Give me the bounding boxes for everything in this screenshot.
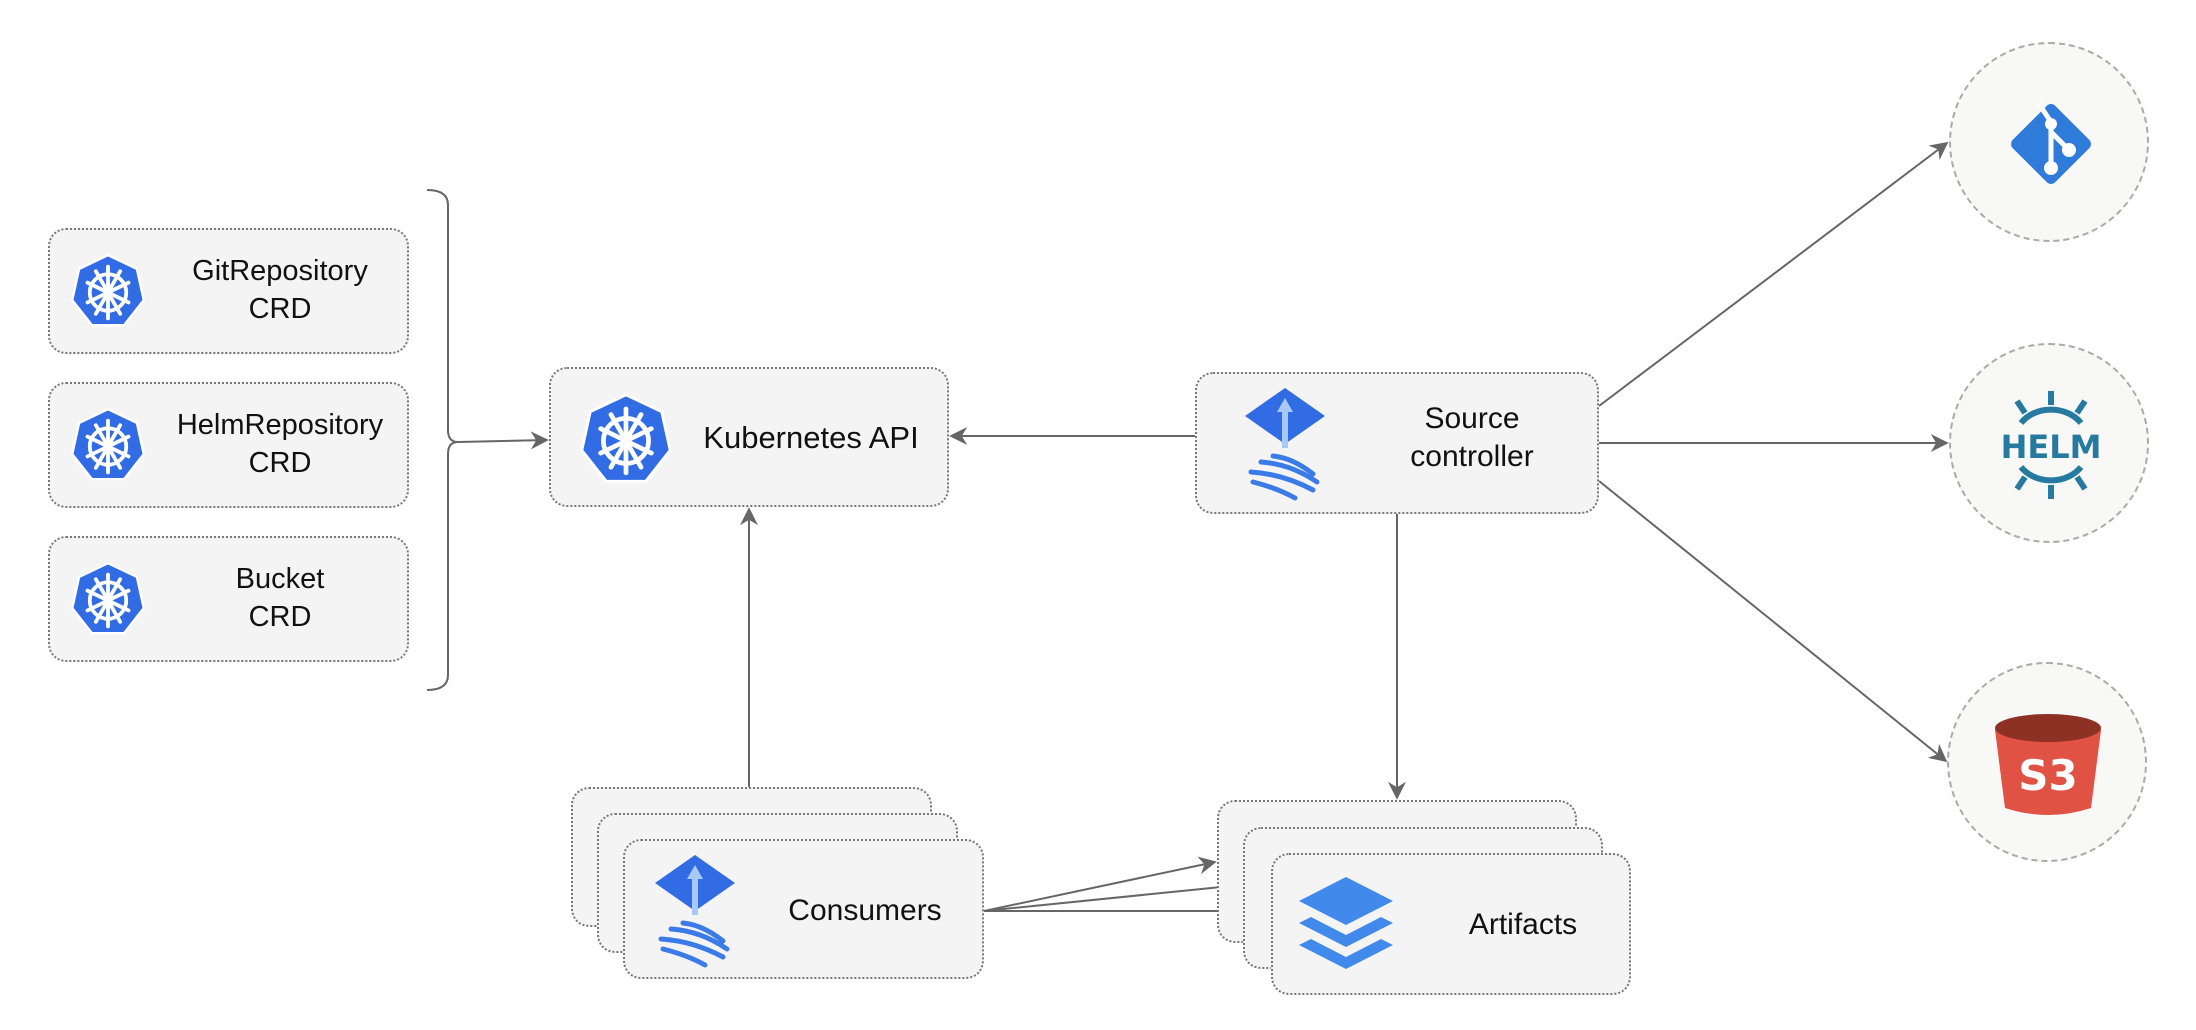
helm-text: HELM (2001, 428, 2102, 466)
kubernetes-icon (579, 391, 673, 487)
arrow-crds-to-kubernetes-api (457, 431, 549, 450)
source-controller-box[interactable]: Source controller (1195, 372, 1599, 514)
arrow-source-controller-to-s3 (1598, 480, 1948, 763)
git-source-circle[interactable] (1949, 42, 2149, 242)
helm-icon: HELM (2001, 391, 2102, 499)
arrow-consumers-to-artifacts-1 (983, 856, 1217, 912)
kubernetes-icon (70, 253, 146, 328)
crd-type: CRD (248, 293, 312, 325)
kubernetes-api-label: Kubernetes API (703, 420, 919, 455)
crd-bracket (426, 189, 459, 691)
helm-source-circle[interactable]: HELM (1949, 343, 2149, 543)
crd-name: GitRepository (192, 255, 368, 287)
consumers-box[interactable]: Consumers (623, 839, 984, 979)
kubernetes-api-box[interactable]: Kubernetes API (549, 367, 949, 507)
arrow-consumers-to-artifacts-2 (983, 877, 1243, 912)
crd-name: HelmRepository (176, 409, 384, 441)
arrow-source-controller-to-git (1598, 141, 1949, 407)
artifacts-label: Artifacts (1468, 908, 1578, 941)
flux-icon (1243, 384, 1327, 504)
crd-type: CRD (248, 601, 312, 633)
crd-name: Bucket (235, 563, 325, 595)
s3-source-circle[interactable]: S3 (1947, 662, 2147, 862)
s3-bucket-icon: S3 (1995, 714, 2101, 815)
artifacts-box[interactable]: Artifacts (1271, 853, 1631, 995)
source-controller-line2: controller (1410, 440, 1534, 473)
flux-icon (653, 851, 737, 971)
kubernetes-icon (70, 407, 146, 482)
consumers-label: Consumers (788, 894, 942, 927)
source-controller-line1: Source (1424, 402, 1520, 435)
kubernetes-icon (70, 561, 146, 636)
layers-icon (1299, 877, 1393, 969)
crd-type: CRD (248, 447, 312, 479)
git-icon (2011, 102, 2091, 184)
s3-text: S3 (2018, 751, 2077, 800)
